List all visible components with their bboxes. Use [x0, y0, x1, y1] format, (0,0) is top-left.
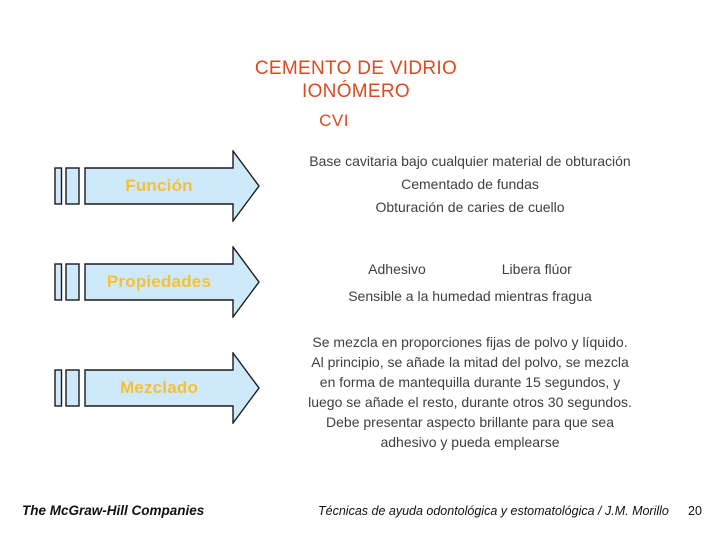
striped-arrow-right-icon [54, 246, 260, 318]
propiedades-arrow-label: Propiedades [106, 272, 212, 291]
title-line-2: IONÓMERO [302, 81, 410, 102]
text-line: Adhesivo Libera flúor [268, 256, 672, 283]
text-line: Se mezcla en proporciones fijas de polvo… [312, 334, 628, 350]
funcion-arrow: Función [54, 150, 260, 222]
text-line: en forma de mantequilla durante 15 segun… [319, 374, 621, 390]
mezclado-arrow-label: Mezclado [119, 378, 199, 397]
footer-brand: The McGraw-Hill Companies [22, 503, 205, 518]
text-line: Sensible a la humedad mientras fragua [348, 288, 592, 304]
title-line-1: CEMENTO DE VIDRIO [254, 58, 458, 79]
text-line: luego se añade el resto, durante otros 3… [308, 394, 632, 410]
text-item: Adhesivo [368, 261, 426, 277]
funcion-arrow-label: Función [125, 176, 193, 195]
subtitle-cvi: CVI [319, 111, 349, 130]
text-line: Al principio, se añade la mitad del polv… [311, 354, 629, 370]
text-line: Debe presentar aspecto brillante para qu… [326, 414, 614, 430]
funcion-text-block: Base cavitaria bajo cualquier material d… [268, 150, 672, 219]
text-line: Cementado de fundas [401, 176, 539, 192]
text-line: adhesivo y pueda emplearse [380, 434, 560, 450]
page-number: 20 [688, 504, 702, 518]
text-item: Libera flúor [501, 261, 572, 277]
text-line: Obturación de caries de cuello [375, 199, 565, 215]
footer-credits: Técnicas de ayuda odontológica y estomat… [318, 504, 669, 518]
text-line: Base cavitaria bajo cualquier material d… [309, 153, 631, 169]
striped-arrow-right-icon [54, 150, 260, 222]
propiedades-text-block: Adhesivo Libera flúor Sensible a la hume… [268, 256, 672, 310]
page-title: CEMENTO DE VIDRIO IONÓMERO [0, 57, 712, 103]
striped-arrow-right-icon [54, 352, 260, 424]
mezclado-text-block: Se mezcla en proporciones fijas de polvo… [268, 332, 672, 452]
mezclado-arrow: Mezclado [54, 352, 260, 424]
propiedades-arrow: Propiedades [54, 246, 260, 318]
